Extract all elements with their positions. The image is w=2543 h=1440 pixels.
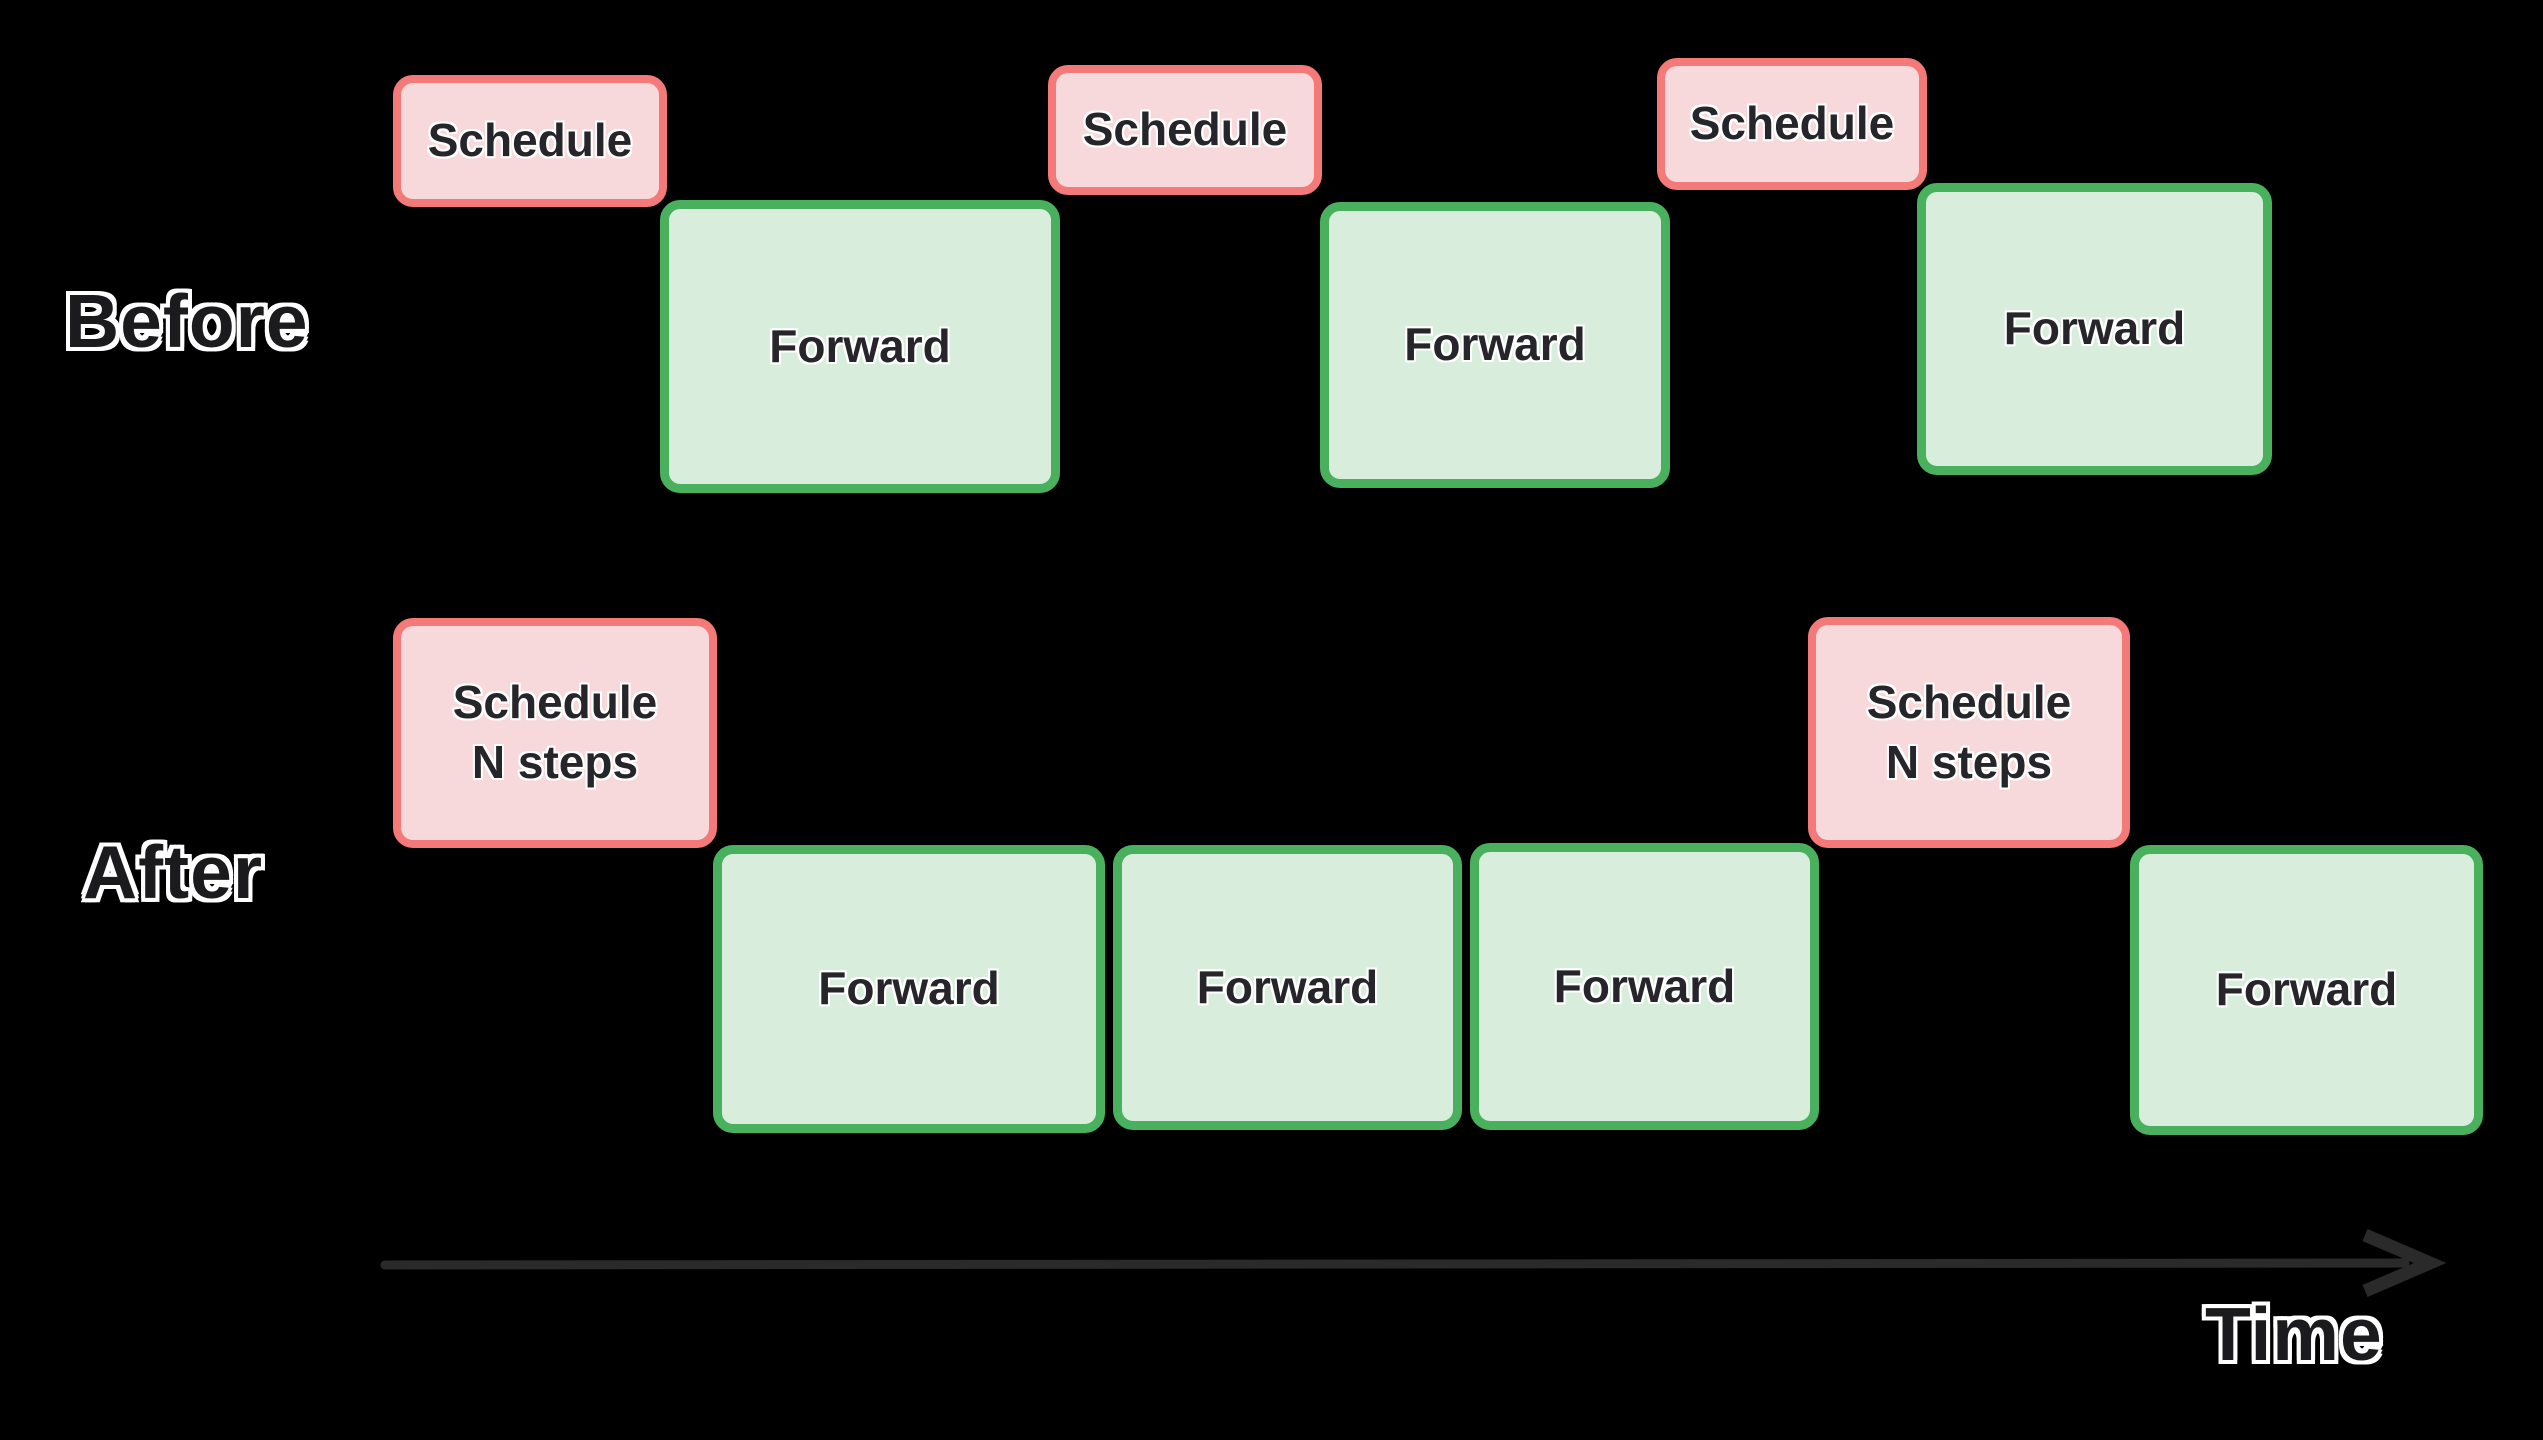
before-forward-label-3: Forward [2003, 302, 2186, 355]
after-schedule-label-1-line1: Schedule [452, 676, 658, 729]
after-schedule-block-2: Schedule N steps [1808, 617, 2130, 848]
after-row-label: After [83, 830, 264, 914]
after-schedule-block-1: Schedule N steps [393, 618, 717, 848]
before-schedule-label-3: Schedule [1689, 97, 1895, 150]
before-forward-block-1: Forward [660, 200, 1060, 493]
time-arrow [380, 1229, 2447, 1297]
before-forward-label-1: Forward [769, 319, 951, 372]
after-schedule-label-2-line2: N steps [1885, 735, 2053, 788]
before-forward-label-2: Forward [1404, 318, 1586, 371]
before-schedule-block-3: Schedule [1657, 58, 1927, 190]
before-row-label: Before [65, 279, 309, 363]
after-forward-label-2: Forward [1196, 960, 1379, 1013]
after-forward-label-4: Forward [2215, 963, 2398, 1016]
after-schedule-label-1-line2: N steps [471, 736, 639, 788]
after-forward-label-1: Forward [818, 962, 1000, 1015]
after-schedule-label-2-line1: Schedule [1866, 675, 2072, 728]
before-schedule-block-2: Schedule [1048, 65, 1322, 195]
time-axis-label: Time [2205, 1292, 2383, 1376]
after-forward-block-4: Forward [2130, 845, 2483, 1135]
after-forward-block-2: Forward [1113, 845, 1462, 1130]
after-forward-label-3: Forward [1553, 959, 1736, 1012]
before-forward-block-2: Forward [1320, 202, 1670, 488]
before-schedule-block-1: Schedule [393, 75, 667, 207]
before-forward-block-3: Forward [1917, 183, 2272, 475]
before-schedule-label-1: Schedule [427, 114, 633, 167]
before-schedule-label-2: Schedule [1082, 103, 1288, 156]
after-forward-block-3: Forward [1470, 843, 1819, 1130]
after-forward-block-1: Forward [713, 845, 1105, 1133]
